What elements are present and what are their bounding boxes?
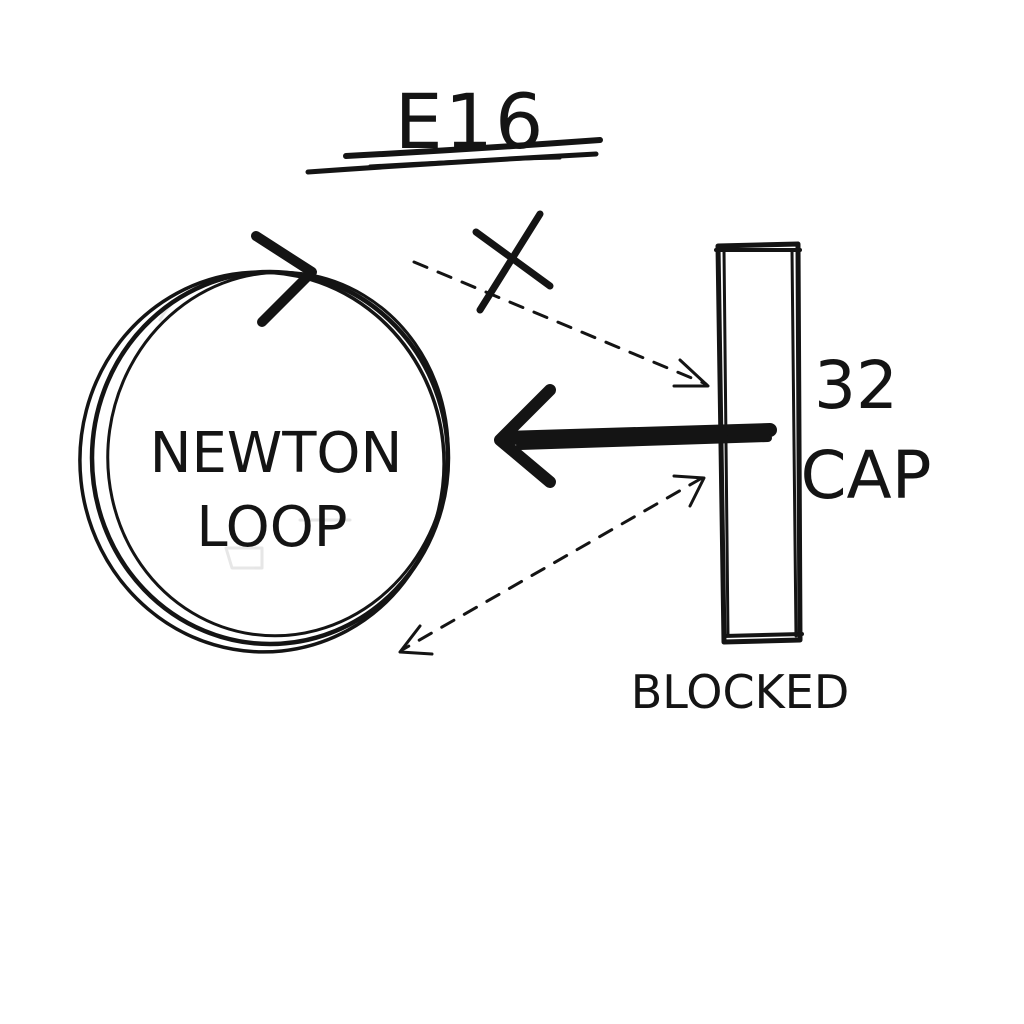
loop-direction-arrow-icon xyxy=(251,231,317,327)
blocked-dashed-arrow xyxy=(412,260,710,388)
cap-value-label: 32 xyxy=(814,347,898,424)
push-back-arrow xyxy=(494,384,777,488)
title-underline xyxy=(305,137,603,175)
cap-unit-label: CAP xyxy=(800,437,931,514)
loop-label-line1: NEWTON xyxy=(150,421,403,486)
cross-out-x-icon xyxy=(472,210,554,314)
blocked-status-label: BLOCKED xyxy=(631,665,850,719)
cap-wall xyxy=(714,241,804,645)
loop-label-line2: LOOP xyxy=(196,495,347,560)
return-dashed-arrow xyxy=(398,474,706,656)
